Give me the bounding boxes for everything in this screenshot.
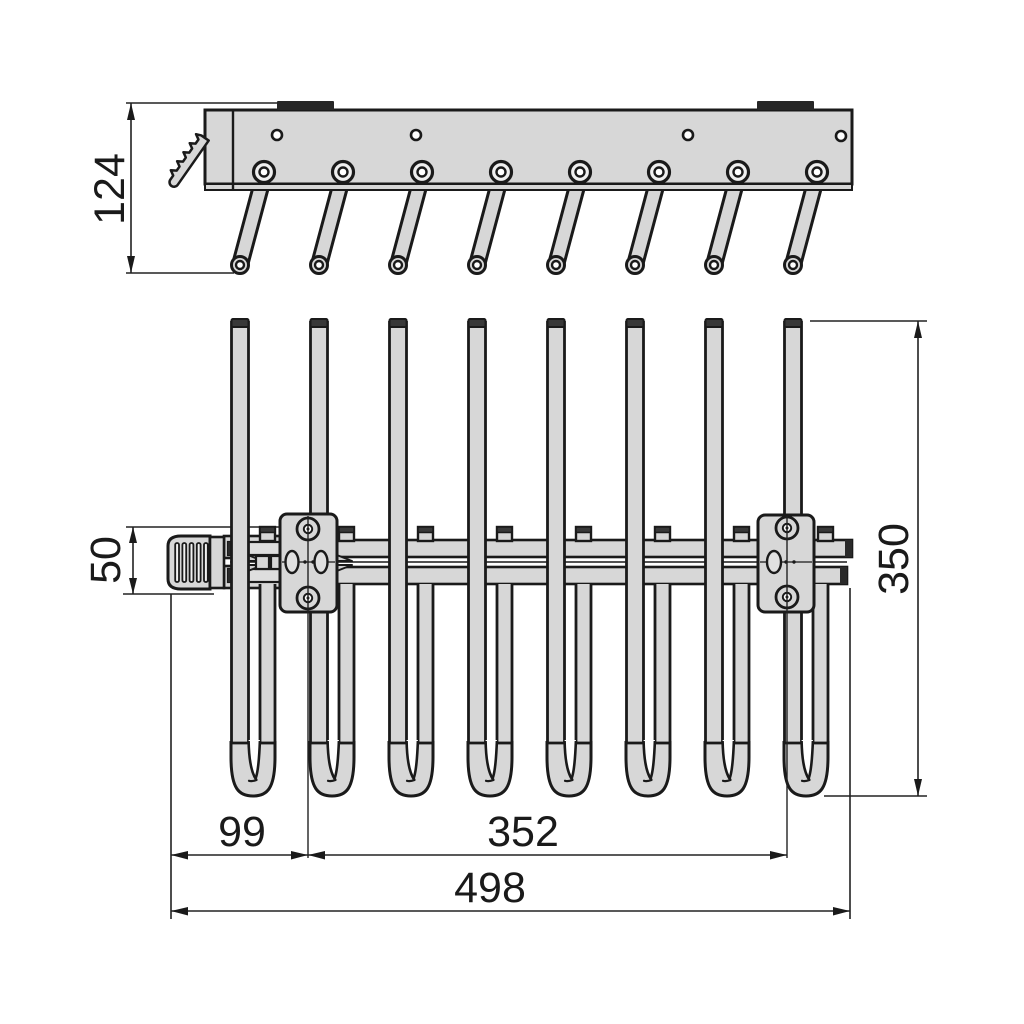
handle-grip-ridges [174, 542, 209, 583]
dim-label-99: 99 [218, 808, 266, 856]
rivet-icon [409, 159, 435, 185]
slot-oval [313, 549, 329, 575]
dim-label-50: 50 [82, 536, 130, 584]
rivet-icon [330, 159, 356, 185]
side-view [168, 101, 854, 275]
rivet-icon [646, 159, 672, 185]
release-lever [168, 132, 210, 188]
rivet-icon [251, 159, 277, 185]
slot-oval [284, 549, 300, 575]
hanger-hook [624, 318, 672, 798]
hanger-hook [229, 318, 277, 798]
dim-label-498: 498 [454, 864, 526, 912]
upper-rail-endcap [845, 540, 852, 557]
hanger-hook [545, 318, 593, 798]
hanger-hooks [229, 318, 835, 798]
rivet-icon [725, 159, 751, 185]
hanger-hook [466, 318, 514, 798]
dim-label-350: 350 [870, 523, 918, 595]
rivet-icon [488, 159, 514, 185]
mounting-tab-left [277, 101, 334, 110]
mounting-tab-right [757, 101, 814, 110]
dimension-arrowheads [127, 103, 922, 916]
hanger-hook [703, 318, 751, 798]
rivet-icon [567, 159, 593, 185]
rail-bottom-strip [204, 183, 853, 191]
dimension-labels: 124 50 350 99 352 498 [82, 153, 918, 912]
rail-holes [270, 128, 848, 143]
rivet-icon [804, 159, 830, 185]
plan-view [166, 318, 854, 858]
hanger-hook [387, 318, 435, 798]
pull-handle [166, 534, 226, 591]
lower-rail-endcap [840, 567, 847, 584]
mounting-bracket-right [756, 513, 816, 614]
dim-label-352: 352 [487, 808, 559, 856]
slide-latch-block [254, 554, 271, 571]
rail-body [203, 108, 854, 186]
slot-oval [765, 549, 783, 575]
dim-label-124: 124 [86, 153, 134, 225]
pivot-rivets [251, 159, 830, 185]
